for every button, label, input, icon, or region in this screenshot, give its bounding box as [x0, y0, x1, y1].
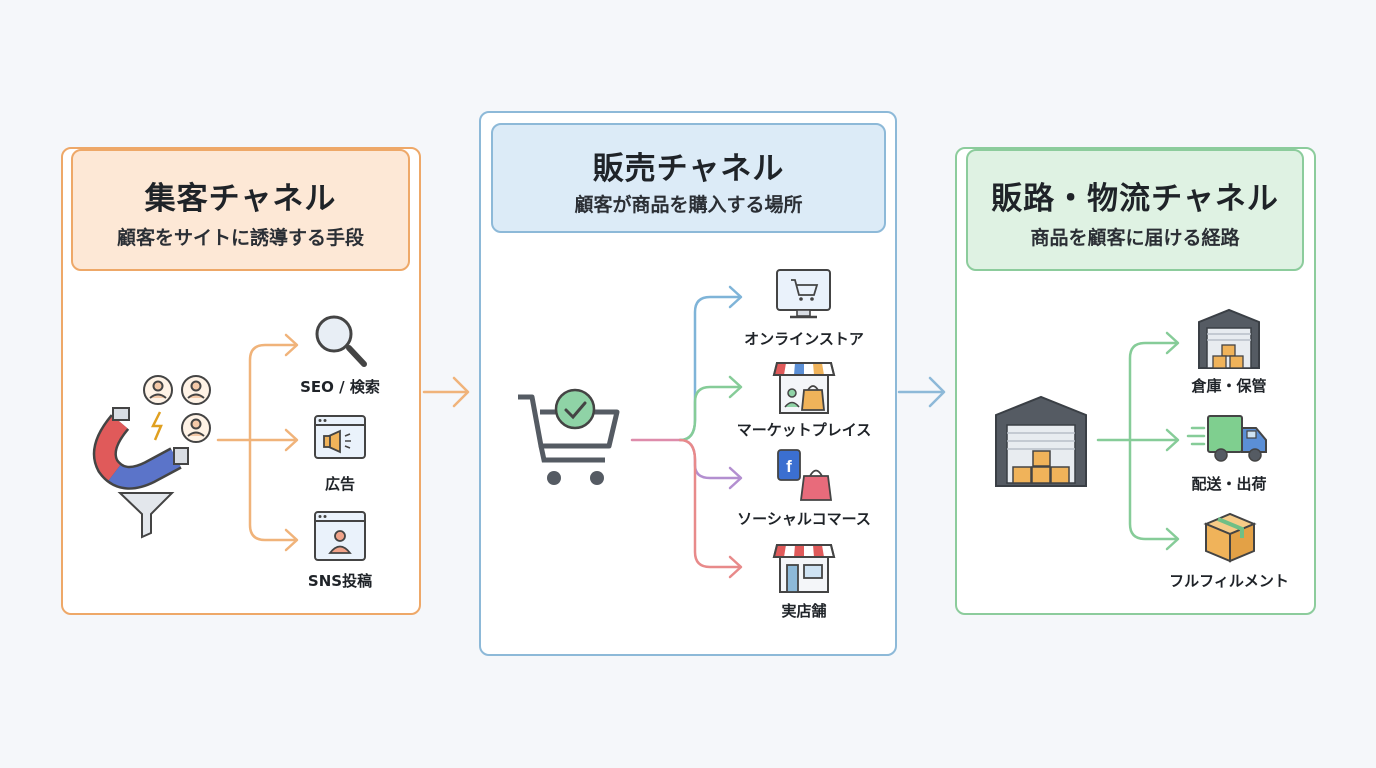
physical-store-icon — [772, 544, 836, 593]
logistics-subtitle: 商品を顧客に届ける経路 — [1030, 227, 1240, 249]
monitor-cart-icon — [776, 269, 831, 319]
label-sns-post: SNS投稿 — [307, 572, 373, 590]
social-commerce-icon: f — [777, 449, 833, 501]
sales-title: 販売チャネル — [592, 151, 785, 187]
header-sales: 販売チャネル 顧客が商品を購入する場所 — [491, 123, 886, 233]
social-post-icon — [314, 511, 366, 561]
arrow-acquisition-to-sales — [422, 376, 470, 408]
acquisition-subtitle: 顧客をサイトに誘導する手段 — [116, 227, 364, 249]
label-social-commerce: ソーシャルコマース — [737, 510, 871, 528]
warehouse-boxes-icon — [1198, 308, 1260, 369]
logistics-title: 販路・物流チャネル — [991, 181, 1279, 217]
label-warehouse-storage: 倉庫・保管 — [1191, 377, 1267, 395]
acquisition-branches — [216, 333, 299, 552]
header-logistics: 販路・物流チャネル 商品を顧客に届ける経路 — [966, 149, 1304, 271]
warehouse-icon — [995, 395, 1087, 487]
svg-text:f: f — [786, 457, 792, 476]
acquisition-title: 集客チャネル — [144, 181, 337, 217]
megaphone-icon — [314, 415, 366, 459]
delivery-truck-icon — [1186, 415, 1267, 462]
label-fulfillment: フルフィルメント — [1169, 572, 1289, 590]
package-box-icon — [1203, 512, 1257, 563]
magnet-funnel-icon — [93, 375, 211, 539]
label-seo: SEO / 検索 — [300, 378, 380, 396]
shopping-cart-check-icon — [518, 388, 620, 485]
logistics-branches — [1096, 331, 1180, 551]
marketplace-shop-icon — [772, 362, 836, 414]
label-marketplace: マーケットプレイス — [736, 421, 872, 439]
label-online-store: オンラインストア — [744, 330, 864, 348]
sales-branches — [630, 285, 743, 579]
magnifier-icon — [315, 315, 367, 367]
arrow-sales-to-logistics — [897, 376, 946, 408]
label-physical-store: 実店舗 — [781, 602, 827, 620]
label-delivery-shipping: 配送・出荷 — [1191, 475, 1267, 493]
label-ads: 広告 — [324, 475, 356, 493]
header-acquisition: 集客チャネル 顧客をサイトに誘導する手段 — [71, 149, 410, 271]
sales-subtitle: 顧客が商品を購入する場所 — [574, 194, 803, 216]
